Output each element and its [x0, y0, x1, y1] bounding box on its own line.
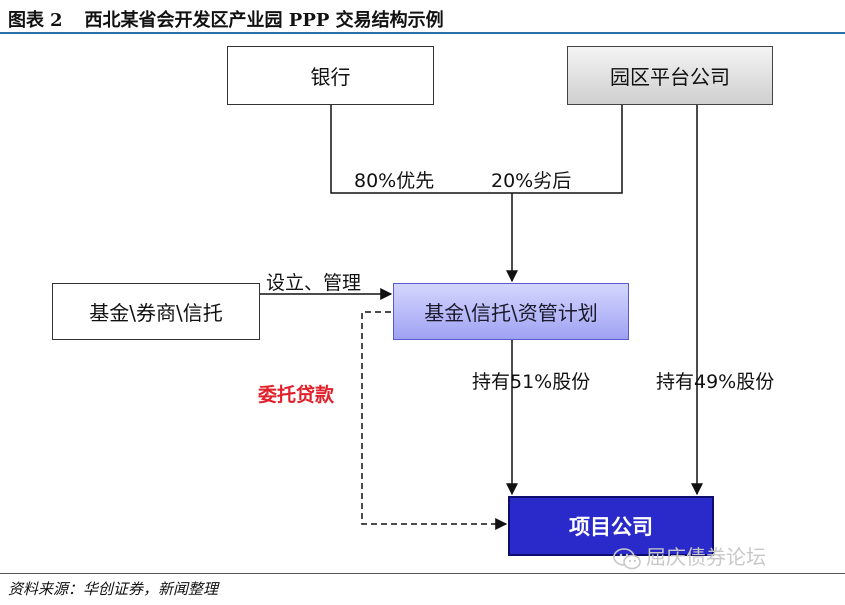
park-platform-node: 园区平台公司 — [567, 46, 773, 105]
figure-header: 图表 2 西北某省会开发区产业园 PPP 交易结构示例 — [0, 0, 845, 34]
top-rule — [0, 32, 845, 34]
entrusted-loan-label: 委托贷款 — [258, 384, 335, 406]
bottom-rule — [0, 573, 845, 574]
source-note: 资料来源：华创证券，新闻整理 — [8, 580, 219, 598]
wechat-icon — [613, 547, 641, 569]
entrusted-loan-dashed-line — [361, 311, 508, 530]
junior-label: 20%劣后 — [491, 170, 572, 192]
project-company-node: 项目公司 — [508, 496, 714, 556]
watermark-text: 屈庆债券论坛 — [646, 545, 766, 569]
figure-title: 图表 2 西北某省会开发区产业园 PPP 交易结构示例 — [8, 6, 444, 32]
setup-manage-label: 设立、管理 — [266, 272, 362, 294]
park-to-plan-line — [512, 105, 623, 194]
fund-trust-plan-node: 基金\信托\资管计划 — [393, 283, 629, 340]
figure-number: 2 — [50, 10, 63, 31]
fund-broker-trust-node: 基金\券商\信托 — [52, 283, 260, 340]
figure-title-text: 西北某省会开发区产业园 PPP 交易结构示例 — [84, 10, 444, 31]
stake-51-label: 持有51%股份 — [472, 371, 591, 393]
stake-49-label: 持有49%股份 — [656, 371, 775, 393]
bank-node: 银行 — [227, 46, 434, 105]
senior-label: 80%优先 — [354, 170, 435, 192]
figure-label: 图表 — [8, 10, 44, 31]
watermark: 屈庆债券论坛 — [612, 541, 766, 572]
bank-to-plan-line — [330, 105, 512, 194]
